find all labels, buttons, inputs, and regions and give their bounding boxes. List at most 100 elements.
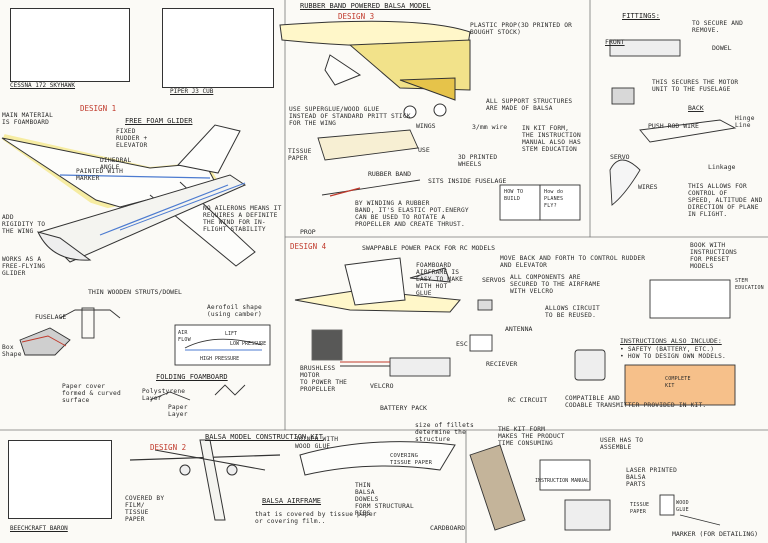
design4-instructions-also: INSTRUCTIONS ALSO INCLUDE: [620,337,722,345]
fittings-secure: TO SECURE AND REMOVE. [692,20,744,34]
cessna-photo-placeholder [10,8,130,82]
design1-folding: FOLDING FOAMBOARD [156,373,228,381]
design4-receiver: RECIEVER [486,360,518,368]
design3-wire: 3/mm wire [472,123,508,131]
rc-foamboard-plane-drawing [294,257,461,313]
design1-fixed-rudder: FIXED RUDDER + ELEVATOR [116,128,148,149]
fittings-back: BACK [688,104,704,112]
design1-polystyrene: Polystyrene Layer [142,388,186,402]
balsa-plane-drawing [279,20,471,119]
design4-box-kit: COMPLETE KIT [665,376,691,389]
design2-marker: MARKER (FOR DETAILING) [672,530,759,538]
kit-box-sketches [469,444,721,531]
design1-fuselage: FUSELAGE [35,313,67,321]
design3-wheels: 3D PRINTED WHEELS [458,154,498,168]
design1-dihedral: DIHEDRAL ANGLE [100,157,132,171]
design1-rigidity: ADD RIGIDITY TO THE WING [2,214,46,235]
design1-airflow: AIR FLOW [178,330,191,343]
design4-components: ALL COMPONENTS ARE SECURED TO THE AIRFRA… [510,274,601,295]
design4-antenna: ANTENNA [505,325,533,333]
design3-sits-inside: SITS INSIDE FUSELAGE [428,177,507,185]
design2-header: BALSA MODEL CONSTRUCTION KIT [205,433,324,441]
design2-covered-by: that is covered by tissue paper or cover… [255,511,377,525]
design2-tag: DESIGN 2 [150,443,187,452]
design2-kit-form: THE KIT FORM MAKES THE PRODUCT TIME CONS… [498,426,565,447]
design3-use: USE [418,146,430,154]
design3-book-how-to-build: HOW TO BUILD [504,189,524,202]
design2-cardboard: CARDBOARD [430,524,466,532]
piper-caption: PIPER J3 CUB [170,88,214,95]
main-material-note: MAIN MATERIAL IS FOAMBOARD [2,112,54,126]
design2-instruction-manual: INSTRUCTION MANUAL [535,478,590,484]
design3-winding: BY WINDING A RUBBER BAND, IT'S ELASTIC P… [355,200,469,228]
design1-tag: DESIGN 1 [80,104,117,113]
design1-title: FREE FOAM GLIDER [125,117,193,125]
design2-covered: COVERED BY FILM/ TISSUE PAPER [125,495,165,523]
design3-rubber-band: RUBBER BAND [368,170,412,178]
fittings-front: FRONT [605,38,625,46]
design2-wood-glue: WOOD GLUE [676,500,689,513]
design4-move-back: MOVE BACK AND FORTH TO CONTROL RUDDER AN… [500,255,646,269]
design2-user-assemble: USER HAS TO ASSEMBLE [600,437,644,451]
cessna-caption: CESSNA 172 SKYHAWK [10,82,76,89]
design4-allows-circuit: ALLOWS CIRCUIT TO BE REUSED. [545,305,600,319]
rc-component-sketches [311,279,736,406]
design3-tissue-paper: TISSUE PAPER [288,148,312,162]
fittings-dowel: DOWEL [712,44,732,52]
design4-foamboard: FOAMBOARD AIRFRAME IS EASY TO MAKE WITH … [416,262,464,297]
design3-glue: USE SUPERGLUE/WOOD GLUE INSTEAD OF STAND… [289,106,411,127]
beechcraft-caption: BEECHCRAFT BARON [10,525,68,532]
design1-box-shape: Box Shape [2,344,22,358]
design2-balsa-dowels: THIN BALSA DOWELS FORM STRUCTURAL RIBS [355,482,414,517]
design1-detail-sketches [19,307,271,401]
design4-rc-circuit: RC CIRCUIT [508,396,548,404]
design2-tissue-paper: TISSUE PAPER [630,502,650,515]
design2-joined: JOINED WITH WOOD GLUE [295,436,339,450]
foam-glider-drawing [1,124,256,267]
design2-airframe: BALSA AIRFRAME [262,497,322,505]
design4-brushless: BRUSHLESS MOTOR TO POWER THE PROPELLER [300,365,348,393]
design1-paper-layer: Paper Layer [168,404,188,418]
design2-fillets: size of fillets determine the structure [415,422,474,443]
fittings-sketches [609,39,737,206]
design2-covering: COVERING TISSUE PAPER [390,453,433,466]
design1-no-aileron: NO AILERONS MEANS IT REQUIRES A DEFINITE… [203,205,282,233]
design4-book-with: BOOK WITH INSTRUCTIONS FOR PRESET MODELS [690,242,738,270]
design3-support: ALL SUPPORT STRUCTURES ARE MADE OF BALSA [486,98,573,112]
fittings-push-rod: PUSH ROD WIRE [648,122,699,130]
design4-battery: BATTERY PACK [380,404,427,412]
design4-esc: ESC [456,340,468,348]
design1-painted: PAINTED WITH MARKER [76,168,124,182]
fittings-linkage: Linkage [708,163,736,171]
fittings-hinge: Hinge Line [735,115,755,129]
fittings-title: FITTINGS: [622,12,660,20]
design1-paper-cover: Paper cover formed & curved surface [62,383,121,404]
design4-stem: STEM EDUCATION [735,278,764,291]
fittings-secures: THIS SECURES THE MOTOR UNIT TO THE FUSEL… [652,79,739,93]
balsa-detail-sketches [317,129,581,221]
design3-tag: DESIGN 3 [338,12,375,21]
design4-servos: SERVOS [482,276,506,284]
design1-lift: LIFT [225,331,238,337]
design1-struts: THIN WOODEN STRUTS/DOWEL [88,288,182,296]
design1-free-glider: WORKS AS A FREE-FLYING GLIDER [2,256,46,277]
design4-header: SWAPPABLE POWER PACK FOR RC MODELS [362,244,496,252]
design1-low-pressure: LOW PRESSURE [230,341,267,347]
design4-transmitter: COMPATIBLE AND CODABLE TRANSMITTER PROVI… [565,395,707,409]
design1-high-pressure: HIGH PRESSURE [200,356,240,362]
design3-wings: WINGS [416,122,436,130]
design4-safety: • SAFETY (BATTERY, ETC.) • HOW TO DESIGN… [620,346,726,360]
balsa-kit-drawing [129,439,456,521]
design1-aerofoil: Aerofoil shape (using camber) [207,304,262,318]
fittings-servo: SERVO [610,153,630,161]
design3-header: RUBBER BAND POWERED BALSA MODEL [300,2,431,10]
design2-laser: LASER PRINTED BALSA PARTS [626,467,678,488]
design4-tag: DESIGN 4 [290,242,327,251]
design3-prop: PLASTIC PROP(3D PRINTED OR BOUGHT STOCK) [470,22,573,36]
beechcraft-photo-placeholder [8,440,112,519]
piper-photo-placeholder [162,8,274,88]
fittings-wires: WIRES [638,183,658,191]
design3-kit-form: IN KIT FORM, THE INSTRUCTION MANUAL ALSO… [522,125,581,153]
